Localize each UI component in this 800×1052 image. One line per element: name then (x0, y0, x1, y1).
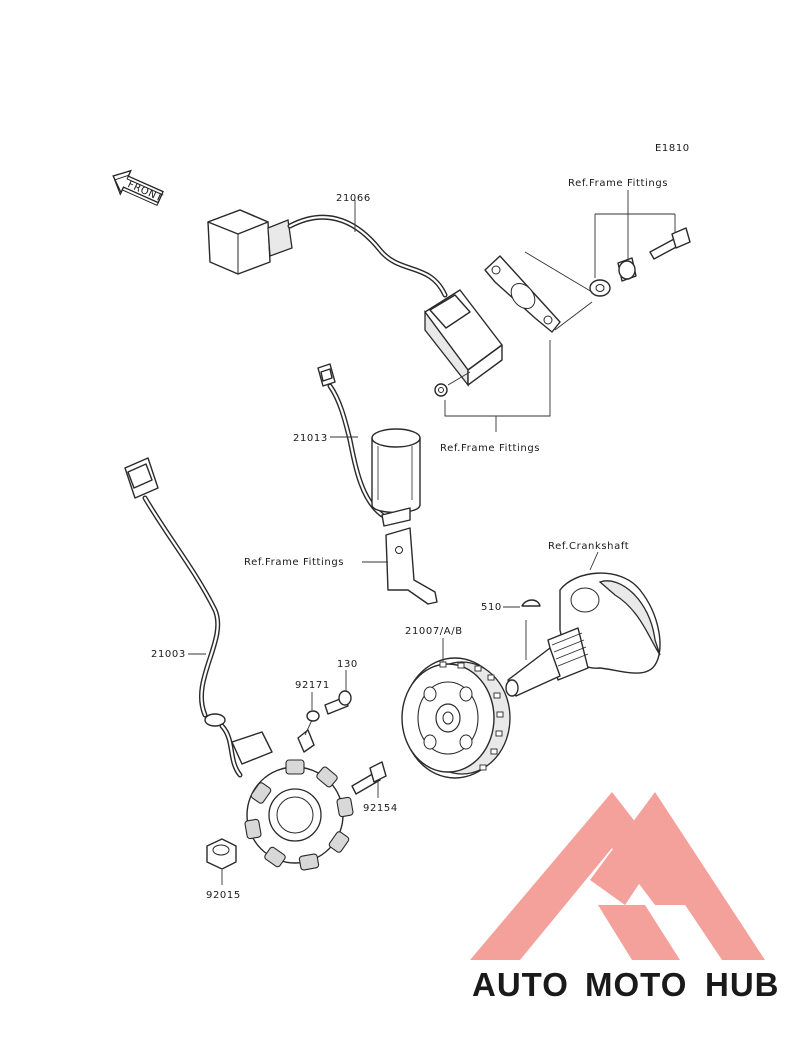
part-number-21007-a-b: 21007/A/B (405, 626, 463, 637)
brand-hub: HUB (705, 966, 780, 1003)
ref-frame-fittings-top-leader (524, 190, 676, 331)
part-number-130: 130 (337, 659, 358, 670)
flywheel-rotor (401, 657, 511, 779)
front-direction-arrow-icon: FRONT (112, 169, 164, 206)
capacitor-bracket (385, 527, 438, 605)
brand-auto: AUTO (472, 966, 569, 1003)
diagram-code: E1810 (655, 143, 690, 154)
part-number-92171: 92171 (295, 680, 330, 691)
crankshaft-leader (589, 551, 599, 571)
part-number-510: 510 (481, 602, 502, 613)
stator-wire-harness (124, 457, 273, 778)
part-number-92015: 92015 (206, 890, 241, 901)
regulator-bracket (484, 255, 561, 333)
stator-coil (244, 759, 354, 871)
part-number-21003: 21003 (151, 649, 186, 660)
ref-frame-fittings-bracket-label: Ref.Frame Fittings (244, 557, 344, 568)
part-number-21013: 21013 (293, 433, 328, 444)
brand-moto: MOTO (585, 966, 687, 1003)
ref-frame-fittings-mid-leader (444, 340, 551, 432)
ref-frame-fittings-mid-label: Ref.Frame Fittings (440, 443, 540, 454)
regulator-rectifier (207, 209, 503, 397)
capacitor (317, 363, 421, 527)
part-number-92154: 92154 (363, 803, 398, 814)
frame-fitting-hardware (589, 227, 691, 297)
woodruff-key (521, 599, 541, 607)
automotohub-logo-icon (470, 792, 765, 960)
wire-clamp (297, 710, 320, 753)
flywheel-nut (206, 838, 237, 870)
ref-crankshaft-label: Ref.Crankshaft (548, 541, 629, 552)
bolt-130 (324, 690, 352, 715)
crankshaft (505, 572, 661, 697)
part-number-21066: 21066 (336, 193, 371, 204)
ref-frame-fittings-top-label: Ref.Frame Fittings (568, 178, 668, 189)
stator-bolt (351, 761, 387, 795)
